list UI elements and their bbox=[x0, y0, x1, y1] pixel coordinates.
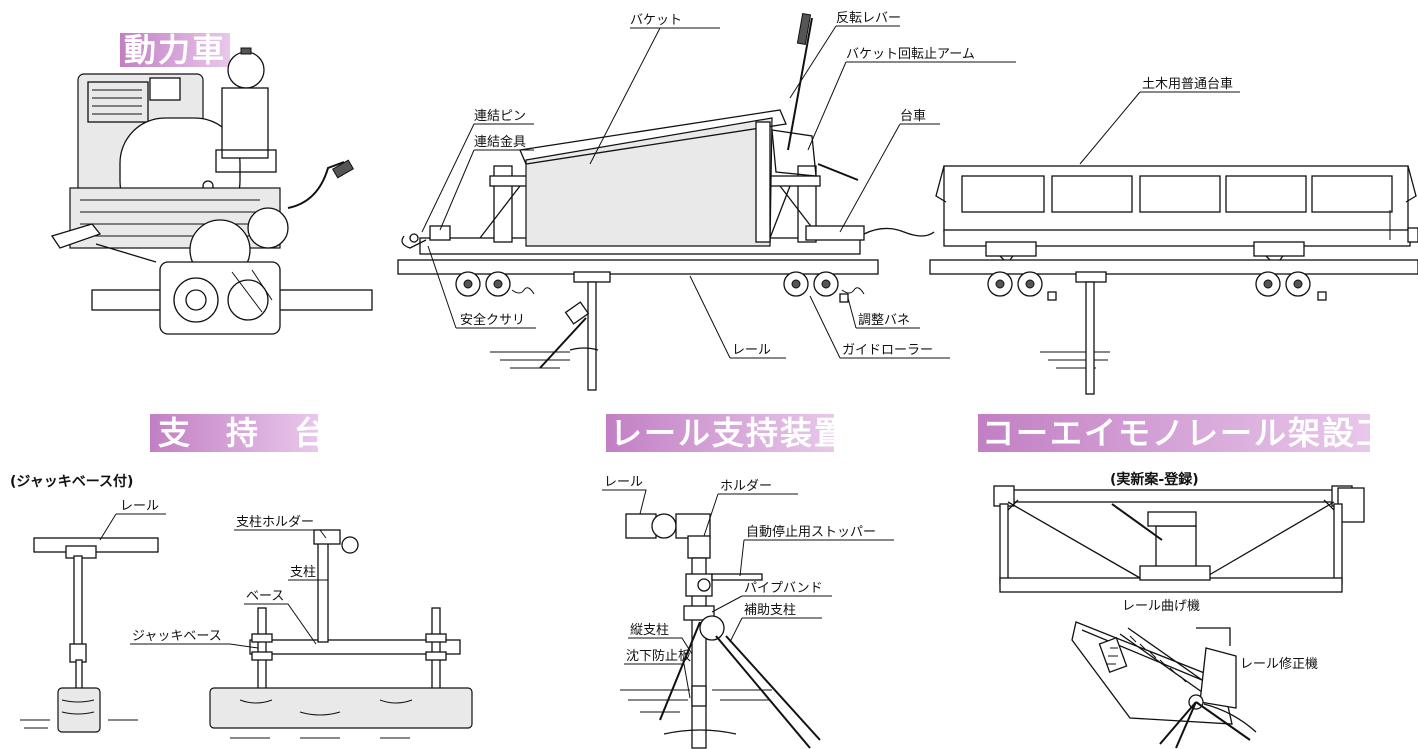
support-stand-title: 支 持 台 bbox=[158, 414, 328, 452]
rail-right bbox=[929, 259, 1418, 275]
label-adjust-spring: 調整バネ bbox=[858, 313, 910, 328]
label-rail: レール bbox=[732, 343, 771, 358]
label-civil-cart: 土木用普通台車 bbox=[1142, 77, 1233, 92]
bucket-car-labels: バケット 反転レバー バケット回転止アーム 連結ピン 連結金具 台車 土木用普通… bbox=[421, 11, 1240, 359]
label-jack-base: ジャッキベース bbox=[132, 629, 222, 644]
civil-cart-drawing bbox=[935, 165, 1418, 395]
label-aux-post: 補助支柱 bbox=[744, 603, 796, 618]
power-car-banner: 動力車 bbox=[120, 31, 230, 69]
bucket-bogie bbox=[401, 12, 935, 303]
monorail-tools-banner: コーエイモノレール架設工具 bbox=[978, 414, 1418, 452]
label-rail-corrector: レール修正機 bbox=[1240, 657, 1318, 672]
power-car-title: 動力車 bbox=[124, 31, 226, 69]
label-rs-rail: レール bbox=[604, 475, 643, 490]
rail-support-section: レール支持装置 レール ホルダー 自動停止用ストッパー パイプバンド bbox=[602, 414, 894, 749]
support-stand-banner: 支 持 台 bbox=[150, 414, 328, 452]
registration-note: (実新案-登録) bbox=[1110, 471, 1199, 488]
rail-bender-drawing bbox=[993, 485, 1365, 593]
label-bucket: バケット bbox=[630, 13, 682, 28]
bucket-body bbox=[525, 117, 773, 247]
label-post: 支柱 bbox=[290, 565, 316, 580]
label-safety-chain: 安全クサリ bbox=[460, 312, 525, 328]
bucket-car-section: バケット 反転レバー バケット回転止アーム 連結ピン 連結金具 台車 土木用普通… bbox=[397, 11, 1418, 395]
label-rail-bender: レール曲げ機 bbox=[1122, 599, 1200, 614]
guide-rollers-left bbox=[455, 271, 511, 297]
power-car-section: 動力車 bbox=[50, 31, 373, 335]
label-guide-roller: ガイドローラー bbox=[842, 343, 933, 358]
monorail-tools-section: コーエイモノレール架設工具 (実新案-登録) レール曲げ機 bbox=[978, 414, 1418, 749]
label-reverse-lever: 反転レバー bbox=[836, 11, 901, 26]
power-car-drawing bbox=[50, 47, 373, 335]
rail-support-title: レール支持装置 bbox=[610, 414, 848, 452]
base-stand bbox=[209, 529, 473, 739]
label-base: ベース bbox=[246, 589, 284, 604]
label-auto-stopper: 自動停止用ストッパー bbox=[746, 524, 876, 540]
label-stand-rail: レール bbox=[120, 499, 159, 514]
rail-main bbox=[397, 259, 879, 275]
label-sink-plate: 沈下防止板 bbox=[626, 648, 691, 664]
label-vertical-post: 縦支柱 bbox=[630, 623, 669, 638]
label-coupling-fitting: 連結金具 bbox=[474, 134, 526, 150]
rail-corrector-drawing bbox=[1071, 621, 1257, 749]
label-coupling-pin: 連結ピン bbox=[474, 109, 526, 124]
label-bucket-stop-arm: バケット回転止アーム bbox=[846, 47, 975, 62]
label-bogie: 台車 bbox=[900, 109, 926, 124]
label-post-holder: 支柱ホルダー bbox=[236, 515, 314, 530]
label-holder: ホルダー bbox=[720, 479, 772, 494]
single-post-stand bbox=[20, 537, 159, 733]
guide-rollers-right bbox=[783, 271, 839, 297]
jack-base-note: (ジャッキベース付) bbox=[10, 473, 133, 490]
label-pipe-band: パイプバンド bbox=[744, 581, 823, 596]
rail-support-banner: レール支持装置 bbox=[606, 414, 848, 452]
monorail-tools-title: コーエイモノレール架設工具 bbox=[982, 414, 1418, 452]
reverse-lever bbox=[787, 17, 813, 151]
rail-support-drawing bbox=[620, 513, 821, 749]
rail-stand-drawing-top bbox=[539, 271, 611, 391]
support-stand-section: 支 持 台 (ジャッキベース付) レール bbox=[10, 414, 473, 739]
